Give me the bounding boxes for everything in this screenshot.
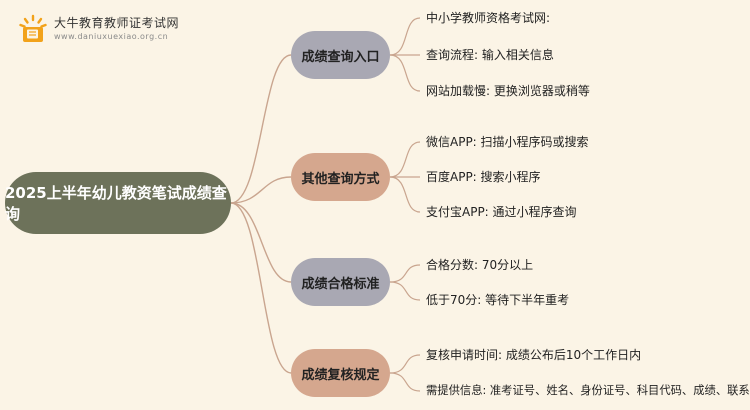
leaf-node: 网站加载慢: 更换浏览器或稍等: [426, 84, 590, 98]
connector-root-branch-4: [230, 202, 292, 374]
branch-node-review-rules: 成绩复核规定: [291, 349, 390, 397]
book-icon: [19, 14, 47, 42]
connector-root-branch-1: [230, 54, 292, 204]
connector-branch-4-leaf-1: [389, 354, 421, 374]
leaf-node: 百度APP: 搜索小程序: [426, 170, 541, 184]
branch-node-pass-standard: 成绩合格标准: [291, 258, 390, 306]
leaf-node: 查询流程: 输入相关信息: [426, 48, 554, 62]
connector-branch-4-leaf-2: [389, 372, 421, 392]
leaf-node: 微信APP: 扫描小程序码或搜索: [426, 135, 589, 149]
root-node: 2025上半年幼儿教资笔试成绩查询: [5, 172, 231, 234]
leaf-node: 合格分数: 70分以上: [426, 258, 534, 272]
logo-title: 大牛教育教师证考试网: [54, 16, 180, 30]
logo-url: www.daniuxuexiao.org.cn: [54, 32, 169, 41]
leaf-node: 复核申请时间: 成绩公布后10个工作日内: [426, 348, 642, 362]
connector-branch-2-leaf-1: [389, 141, 421, 178]
connector-branch-1-leaf-1: [389, 17, 421, 56]
site-logo: 大牛教育教师证考试网 www.daniuxuexiao.org.cn: [18, 14, 179, 44]
branch-node-query-entry: 成绩查询入口: [291, 31, 390, 79]
connector-branch-3-leaf-1: [389, 264, 421, 283]
leaf-node: 中小学教师资格考试网:: [426, 11, 551, 25]
connector-root-branch-3: [230, 202, 292, 283]
leaf-node: 支付宝APP: 通过小程序查询: [426, 205, 577, 219]
connector-branch-1-leaf-3: [389, 54, 421, 92]
connector-branch-3-leaf-2: [389, 281, 421, 301]
leaf-node: 低于70分: 等待下半年重考: [426, 293, 570, 307]
branch-node-other-methods: 其他查询方式: [291, 153, 390, 201]
connector-branch-2-leaf-3: [389, 176, 421, 213]
leaf-node: 需提供信息: 准考证号、姓名、身份证号、科目代码、成绩、联系电话: [426, 384, 750, 397]
connector-root-branch-2: [230, 176, 292, 204]
